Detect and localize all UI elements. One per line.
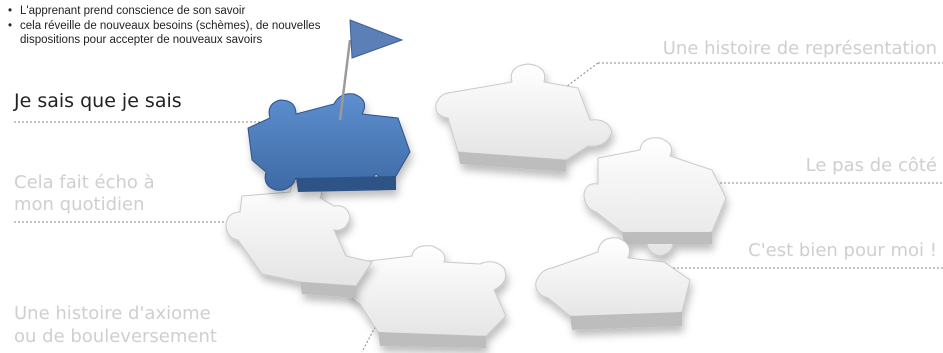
- bullet-list: L'apprenant prend conscience de son savo…: [6, 4, 336, 48]
- label-left-top-line2: mon quotidien: [14, 194, 145, 215]
- label-left-bottom-line1: Une histoire d'axiome: [14, 303, 211, 324]
- label-right-3: C'est bien pour moi !: [748, 240, 937, 261]
- bullet-item: cela réveille de nouveaux besoins (schèm…: [6, 19, 336, 48]
- label-left-top-line1: Cela fait écho à: [14, 172, 155, 193]
- puzzle-piece-top-right: [435, 63, 613, 172]
- puzzle-piece-bottom-center: [349, 245, 507, 348]
- puzzle-piece-active: [247, 93, 411, 192]
- puzzle-piece-left: [225, 179, 373, 298]
- flag-icon: [338, 19, 404, 121]
- label-active-stage: Je sais que je sais: [14, 90, 182, 112]
- puzzle-piece-right: [583, 137, 727, 257]
- puzzle-piece-bottom-right: [535, 237, 691, 330]
- bullet-item: L'apprenant prend conscience de son savo…: [6, 4, 336, 19]
- label-right-1: Une histoire de représentation: [662, 38, 937, 59]
- label-right-2: Le pas de côté: [805, 155, 937, 176]
- label-left-bottom-line2: ou de bouleversement: [14, 326, 217, 347]
